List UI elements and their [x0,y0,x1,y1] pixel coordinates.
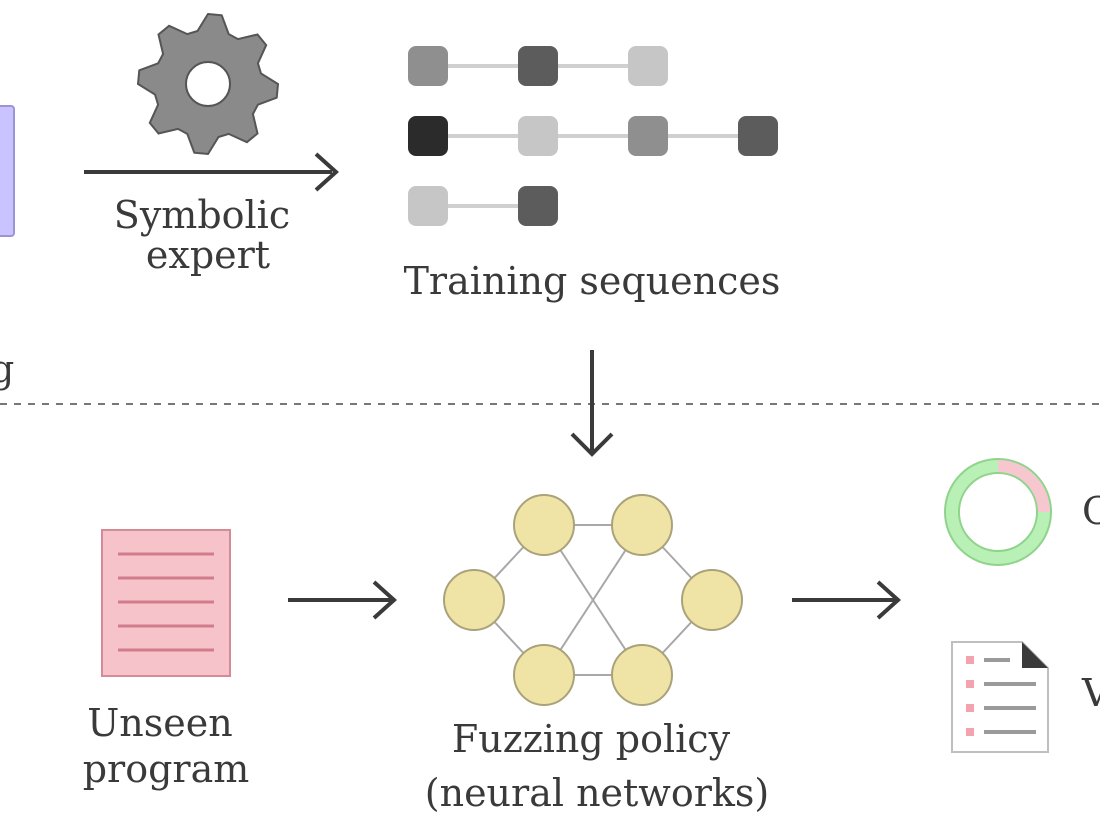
sequence-token [408,46,448,86]
unseen-program-line-1: Unseen [87,701,232,745]
document-icon [101,529,231,677]
unseen-program-line-2: program [83,747,250,791]
left-source-block [0,105,15,237]
sequence-token [518,186,558,226]
output-arrow [792,580,901,620]
training-sequences-label: Training sequences [404,259,781,303]
input-arrow [288,580,397,620]
sequence-token [628,116,668,156]
edge-label-right-top: C [1082,489,1100,533]
symbolic-expert-line-1: Symbolic [114,193,290,237]
checklist-icon [951,641,1049,753]
network-edges [473,524,713,676]
sequence-token [738,116,778,156]
sequence-token [408,116,448,156]
network-node [443,569,505,631]
symbolic-expert-arrow [84,152,339,192]
network-node [513,494,575,556]
sequence-token [628,46,668,86]
network-node [681,569,743,631]
network-node [611,494,673,556]
sequence-token [518,46,558,86]
edge-label-right-bottom: V [1081,671,1100,715]
neural-network [443,494,743,706]
sequence-token [518,116,558,156]
fuzzing-policy-line-2: (neural networks) [425,771,769,815]
unseen-program-label: Unseen program [83,701,250,791]
edge-label-left: g [0,347,14,391]
symbolic-expert-line-2: expert [146,233,270,277]
fuzzing-policy-line-1: Fuzzing policy [452,717,731,761]
symbolic-expert-label: Symbolic expert [114,193,302,277]
down-arrow [570,350,614,457]
fuzzing-policy-label: Fuzzing policy (neural networks) [425,717,769,815]
training-sequences [408,46,778,226]
network-node [611,644,673,706]
network-node [513,644,575,706]
gear-icon [136,12,280,156]
sequence-token [408,186,448,226]
donut-chart-icon [944,458,1052,566]
